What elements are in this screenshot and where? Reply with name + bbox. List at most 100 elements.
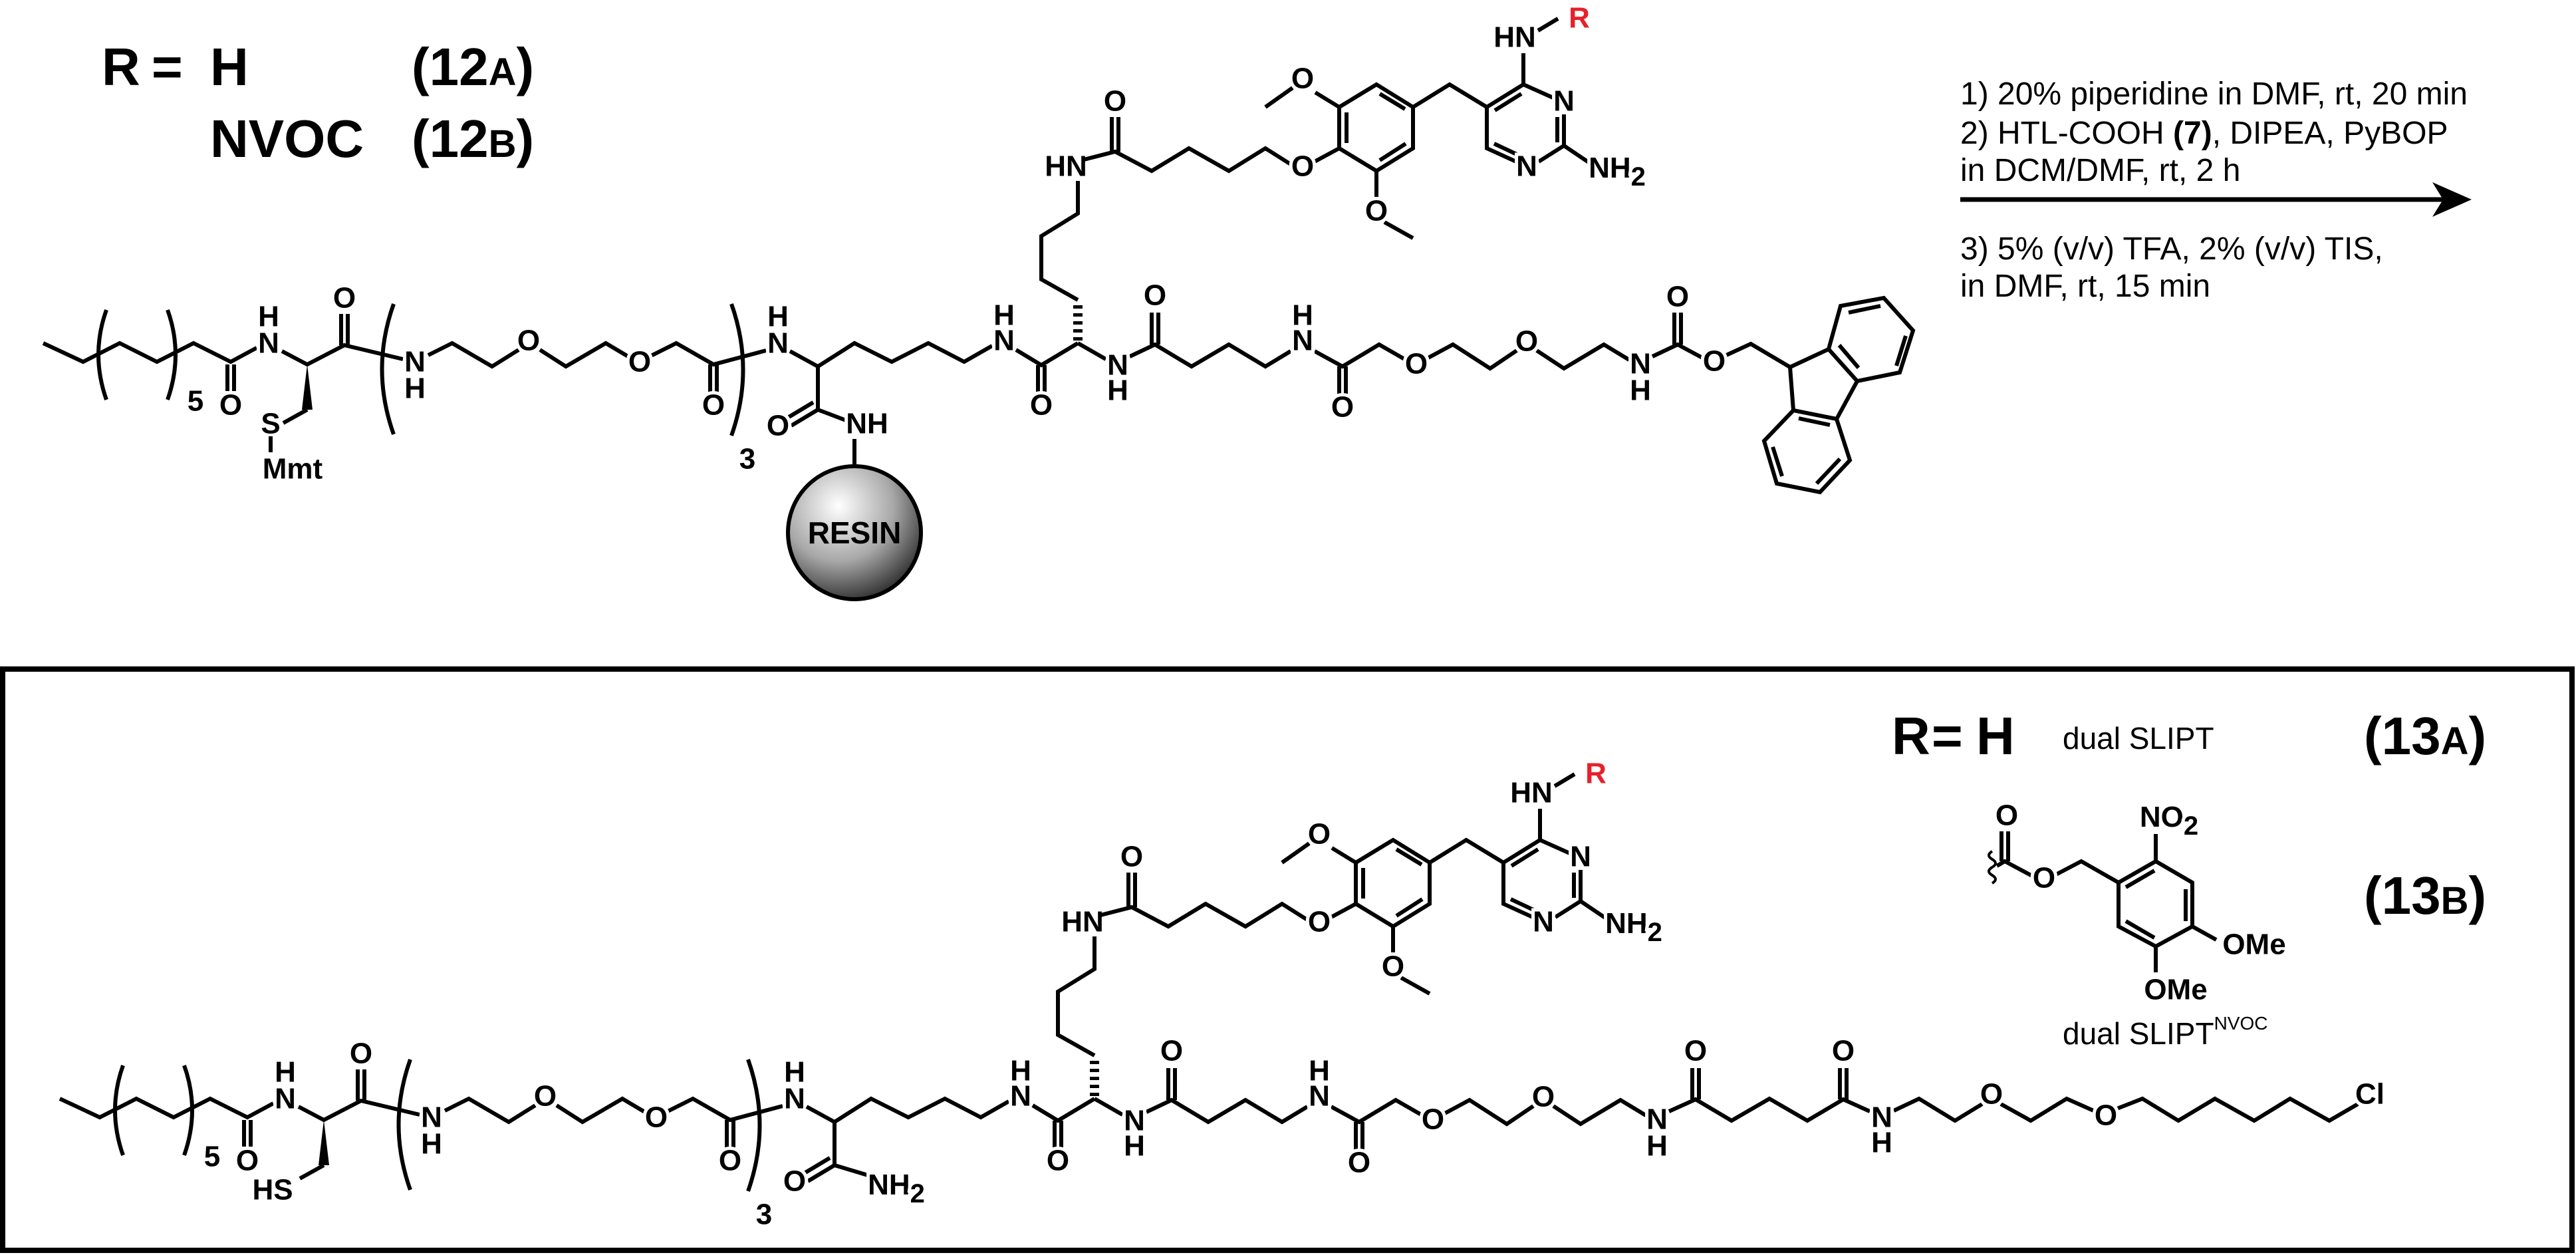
- compound-label-13b: (13B): [2364, 866, 2486, 925]
- atom-h: H: [1309, 1055, 1330, 1087]
- r-group-label: R: [1569, 2, 1590, 35]
- atom-h: H: [1630, 374, 1651, 407]
- condition-step-2-solvent: in DCM/DMF, rt, 2 h: [1960, 153, 2240, 188]
- double-bond: [1110, 117, 1120, 152]
- atom-nh2: NH2: [1589, 152, 1646, 192]
- resin-linker: [817, 408, 856, 466]
- atom-h: H: [1107, 374, 1128, 407]
- r-label: R: [102, 37, 140, 96]
- atom-o: O: [1104, 85, 1126, 118]
- atom-o: O: [534, 1080, 557, 1113]
- atom-o: O: [1160, 1035, 1183, 1067]
- amine-bond: [1538, 772, 1609, 921]
- benzene-ring: [1354, 837, 1432, 929]
- gaba-peg-linker: [1093, 1097, 1647, 1127]
- atom-hn: HN: [1510, 777, 1553, 809]
- lys2-backbone: [1015, 341, 1079, 368]
- cys-backbone: [297, 1098, 420, 1123]
- fluorenyl-group: [1761, 295, 1916, 495]
- compound-label-12a: (12A): [412, 37, 534, 96]
- product-name-13a: dual SLIPT: [2063, 721, 2214, 756]
- atom-o: O: [1120, 841, 1143, 873]
- atom-h: H: [1646, 1130, 1668, 1163]
- repeat-count-3: 3: [756, 1198, 772, 1231]
- resin-label: RESIN: [808, 515, 902, 550]
- fatty-chain: [42, 341, 258, 364]
- atom-o: O: [1144, 279, 1166, 312]
- atom-o: O: [219, 389, 242, 422]
- atom-n: N: [993, 325, 1015, 357]
- condition-step-2: 2) HTL-COOH (7), DIPEA, PyBOP: [1960, 116, 2448, 151]
- tmp-linker: [1083, 146, 1341, 174]
- equals-sign: =: [152, 37, 183, 96]
- atom-o: O: [702, 389, 725, 422]
- atom-n: N: [1309, 1080, 1330, 1113]
- lys2-backbone: [1031, 1097, 1096, 1123]
- nh-text: NH: [1605, 907, 1648, 940]
- atom-n: N: [1010, 1080, 1031, 1113]
- atom-o: O: [1308, 906, 1331, 938]
- atom-h: H: [1292, 299, 1313, 332]
- atom-o: O: [1832, 1035, 1855, 1067]
- atom-n: N: [767, 327, 789, 360]
- atom-o: O: [1422, 1103, 1444, 1136]
- compound-number: 12: [430, 37, 489, 96]
- subscript-2: 2: [2184, 811, 2198, 841]
- product-box: [0, 666, 2575, 1253]
- condition-step-1: 1) 20% piperidine in DMF, rt, 20 min: [1960, 76, 2468, 112]
- nvoc-benzene-ring: [2117, 859, 2194, 949]
- atom-n: N: [1292, 325, 1313, 357]
- methoxy-bond: [1281, 841, 1431, 996]
- product-specific: HS NH2 O O N H O O Cl R = H dual SLIPT (…: [249, 706, 2487, 1212]
- atom-o: O: [645, 1101, 668, 1134]
- paren: (: [412, 109, 430, 168]
- fmoc-carbamate: [1651, 313, 1791, 369]
- atom-o: O: [1308, 818, 1331, 851]
- atom-o: O: [1515, 325, 1538, 358]
- product-core: 5 O N H O N H O O O 3 N H O N H O HN O O: [59, 754, 1671, 1234]
- atom-h: H: [275, 1056, 296, 1089]
- atom-o: O: [1348, 1147, 1370, 1179]
- r-option-h: H: [210, 37, 249, 96]
- paren: ): [2469, 866, 2487, 925]
- r-option-nvoc: NVOC: [210, 109, 364, 168]
- double-bond: [356, 1069, 366, 1101]
- compound-number: 12: [430, 109, 489, 168]
- double-bond: [1150, 313, 1348, 394]
- paren: ): [2469, 706, 2487, 766]
- atom-n: N: [1630, 348, 1651, 380]
- atom-o: O: [1291, 63, 1314, 95]
- subscript-2: 2: [1648, 918, 1662, 947]
- paren: ): [517, 37, 535, 96]
- condition-text: , DIPEA, PyBOP: [2212, 116, 2448, 151]
- repeat-bracket: [380, 303, 745, 436]
- atom-n: N: [784, 1083, 805, 1115]
- atom-h: H: [784, 1056, 805, 1089]
- compound-number: 13: [2382, 866, 2441, 925]
- reactant-r-legend: R = H (12A) NVOC (12B): [102, 37, 534, 168]
- arrow-head-icon: [2432, 182, 2472, 217]
- atom-nh2: NH2: [1605, 907, 1662, 948]
- substituent-bond: [2154, 834, 2218, 972]
- atom-o: O: [1666, 281, 1689, 313]
- peg-linker: [444, 1096, 783, 1125]
- paren: (: [2364, 706, 2382, 766]
- compound-ref-7: (7): [2173, 116, 2212, 151]
- resin-bead: [786, 464, 923, 601]
- atom-o: O: [517, 325, 540, 357]
- atom-n: N: [1871, 1101, 1892, 1134]
- atom-cl: Cl: [2355, 1078, 2384, 1111]
- atom-n: N: [1107, 349, 1128, 382]
- atom-h: H: [404, 372, 426, 405]
- atom-o: O: [1684, 1035, 1707, 1067]
- r-group-label: R: [1585, 758, 1607, 790]
- atom-h: H: [258, 301, 279, 333]
- name-text: dual SLIPT: [2063, 1016, 2214, 1051]
- product-name-13b: dual SLIPTNVOC: [2063, 1013, 2267, 1051]
- atom-o: O: [1405, 348, 1428, 380]
- paren: ): [517, 109, 535, 168]
- double-bond: [1036, 365, 1047, 392]
- double-bond: [1690, 1068, 1849, 1099]
- atom-o: O: [1365, 195, 1388, 227]
- repeat-count-5: 5: [204, 1141, 220, 1173]
